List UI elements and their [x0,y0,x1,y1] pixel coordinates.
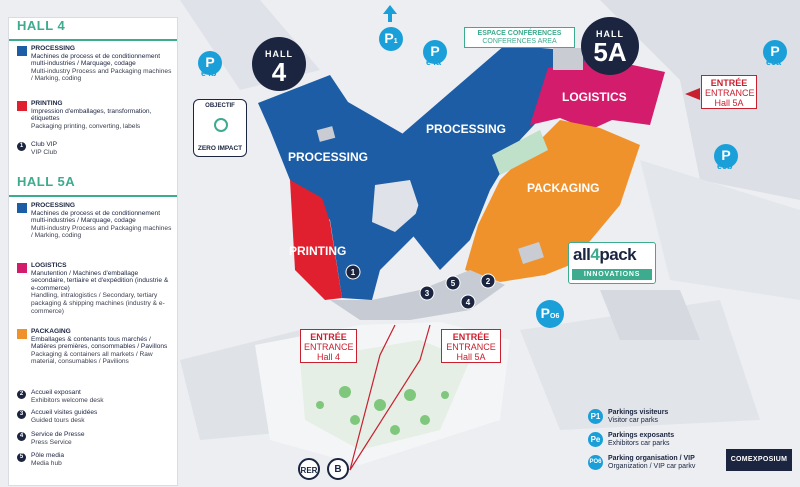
parking-e4b-sub: e4b [201,68,217,78]
zone-label-logistics: LOGISTICS [562,90,627,104]
background-building [600,290,700,340]
packaging-swatch [17,329,27,339]
marker-2[interactable]: 2 [486,277,491,286]
hall4-badge: HALL 4 [252,37,306,91]
zone-label-printing: PRINTING [289,244,346,258]
parking-e4b-marker[interactable]: P [198,51,222,75]
logistics-swatch [17,263,27,273]
hall5a-badge-word: HALL [596,29,624,39]
hall4-badge-word: HALL [265,49,293,59]
divider [9,39,177,41]
courtyard [372,180,420,232]
zero-impact-top: OBJECTIF [205,103,235,109]
marker-4[interactable]: 4 [466,298,471,307]
visitor-parking-icon: P1 [588,409,603,424]
lobby [330,270,505,320]
map-markers: 1 2 3 4 5 [345,264,496,310]
rer-station-icon[interactable]: RER [298,458,320,480]
parking-e6b-marker[interactable]: P [714,144,738,168]
trees [316,386,449,435]
all4pack-innovations-logo: all4pack INNOVATIONS [568,242,656,284]
all4pack-wordmark: all4pack [573,245,637,264]
entrance-arrow [685,88,700,100]
parking-e6a-sub: e6a [766,57,782,67]
recycle-icon [214,118,228,132]
zone-label-packaging: PACKAGING [527,181,599,195]
parking-p1-marker[interactable]: P1 [379,27,403,51]
walk-arrows [349,324,431,471]
legend-hall4-processing: PROCESSING Machines de process et de con… [17,45,173,87]
printing-zone [290,180,342,300]
parking-e4a-marker[interactable]: P [423,40,447,64]
marker-5[interactable]: 5 [451,279,456,288]
legend-hall5a-processing: PROCESSING Machines de process et de con… [17,202,173,244]
comexposium-logo: COMEXPOSIUM [726,449,792,471]
parking-e4a-sub: e4a [426,57,442,67]
parking-e6b-sub: e6b [717,161,733,171]
zone-label-processing-hall4: PROCESSING [288,150,368,164]
legend-hall4-printing: PRINTING Impression d'emballages, transf… [17,100,173,134]
booth-block [316,126,336,142]
legend-hall5a-packaging: PACKAGING Emballages & contenants tous m… [17,328,173,386]
all4pack-innovations-label: INNOVATIONS [572,269,652,280]
conference-en: CONFERENCES AREA [482,38,557,45]
background-building [640,160,800,300]
conference-fr: ESPACE CONFÉRENCES [477,30,562,37]
processing-swatch [17,203,27,213]
conference-area-label: ESPACE CONFÉRENCES CONFERENCES AREA [464,27,575,48]
legend-hall4-title: HALL 4 [17,18,66,33]
zone-label-processing-hall5a: PROCESSING [426,122,506,136]
logistics-zone [530,58,665,130]
legend-hall5a-title: HALL 5A [17,174,76,189]
parking-o6-marker[interactable]: PO6 [536,300,564,328]
zero-impact-bottom: ZERO IMPACT [197,145,243,152]
hall5a-badge-num: 5A [593,37,627,67]
zero-impact-logo: OBJECTIF ZERO IMPACT [193,99,247,157]
green-area [492,130,548,175]
hall4-processing-zone [258,75,430,300]
rer-b-line-icon[interactable]: B [327,458,349,480]
booth-block [518,241,544,265]
packaging-zone [465,120,640,282]
hall5a-badge: HALL 5A [581,17,639,75]
hall4-badge-num: 4 [271,57,287,87]
marker-1[interactable]: 1 [351,268,356,277]
up-arrow-icon [383,5,397,22]
printing-swatch [17,101,27,111]
exhibitor-parking-icon: Pe [588,432,603,447]
background-building [520,300,760,430]
divider [9,195,177,197]
vip-parking-icon: PO6 [588,455,603,470]
legend-hall5a-logistics: LOGISTICS Manutention / Machines d'embal… [17,262,173,322]
parking-e6a-marker[interactable]: P [763,40,787,64]
club-number-badge: 1 [17,142,26,151]
marker-3[interactable]: 3 [425,289,430,298]
legend-panel: HALL 4 PROCESSING Machines de process et… [8,17,178,486]
conference-room [553,48,583,70]
processing-swatch [17,46,27,56]
